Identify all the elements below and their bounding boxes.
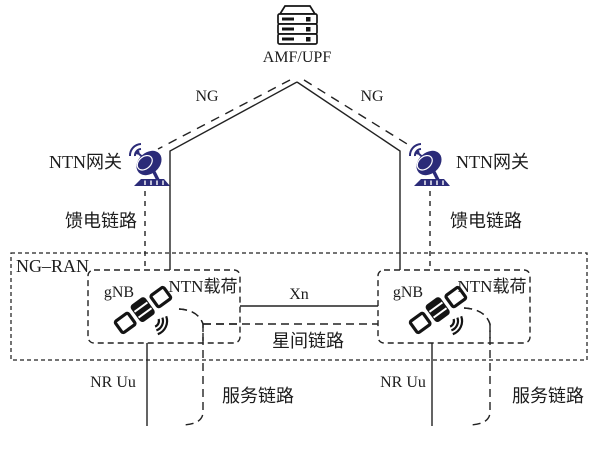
server-stack-icon [277, 5, 318, 45]
satellite-dish-icon-right [408, 142, 452, 188]
service-link-label-left: 服务链路 [222, 386, 294, 406]
feeder-link-label-left: 馈电链路 [65, 211, 137, 231]
gnb-label-left: gNB [104, 284, 134, 301]
payload-label-left: NTN载荷 [169, 277, 238, 296]
beam-arc-left-overlay [178, 308, 240, 343]
service-link-label-right: 服务链路 [512, 386, 584, 406]
ng-label-left: NG [195, 88, 219, 105]
gnb-label-right: gNB [393, 284, 423, 301]
ng-ran-label: NG–RAN [16, 256, 89, 276]
ng-interface-dashed-right [303, 79, 413, 148]
inter-satellite-label: 星间链路 [272, 331, 344, 351]
gnb-node-box-left [87, 269, 241, 344]
service-link-line-left [182, 324, 204, 426]
ng-transport-line-right [296, 81, 401, 270]
nr-uu-label-left: NR Uu [90, 374, 136, 391]
ng-label-right: NG [360, 88, 384, 105]
ng-interface-dashed-left [157, 79, 291, 150]
ng-transport-line-left [169, 81, 298, 270]
feeder-link-label-right: 馈电链路 [450, 211, 522, 231]
gateway-label-right: NTN网关 [456, 152, 529, 172]
nr-uu-label-right: NR Uu [380, 374, 426, 391]
xn-label: Xn [289, 286, 309, 303]
gnb-node-box-right [377, 269, 531, 344]
core-label: AMF/UPF [263, 49, 332, 66]
service-link-line-right [469, 324, 491, 426]
beam-arc-left [178, 308, 204, 325]
payload-label-right: NTN载荷 [458, 277, 527, 296]
satellite-dish-icon-left [128, 142, 172, 188]
beam-arc-right-overlay [463, 307, 491, 343]
gateway-label-left: NTN网关 [49, 152, 122, 172]
ng-ran-boundary-box [10, 252, 588, 361]
